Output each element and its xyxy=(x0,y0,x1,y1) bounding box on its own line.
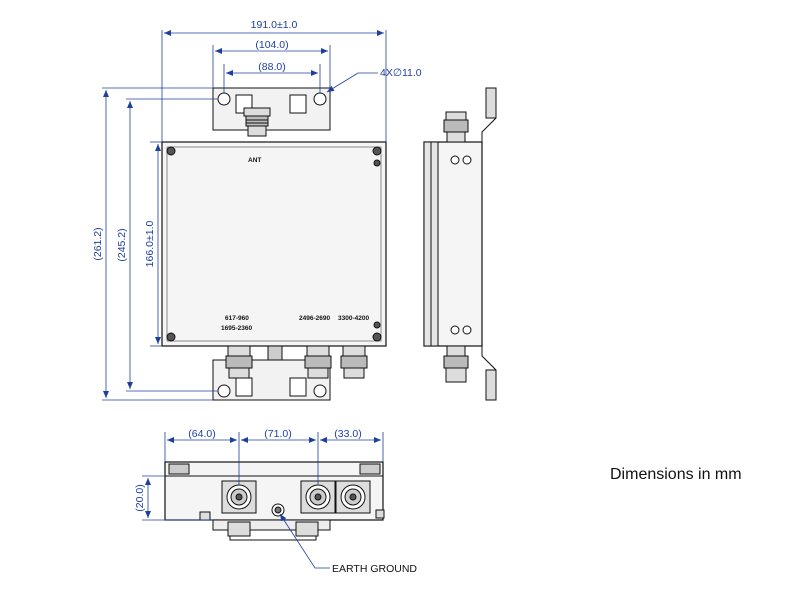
front-view xyxy=(161,87,387,401)
port-connector-2 xyxy=(304,345,332,379)
units-caption: Dimensions in mm xyxy=(610,466,742,483)
dimension-lines xyxy=(102,30,387,401)
dim-side-height: (20.0) xyxy=(134,484,146,511)
side-view xyxy=(423,87,497,401)
earth-ground-screw xyxy=(271,503,285,517)
bottom-dimension-lines xyxy=(142,432,384,569)
dim-overall-height: (261.2) xyxy=(92,227,104,260)
dim-port-spacing-1: (64.0) xyxy=(188,428,215,440)
main-enclosure xyxy=(161,141,387,347)
dim-mid-height: (245.2) xyxy=(116,228,128,261)
port-connector-1 xyxy=(225,345,253,379)
ant-connector xyxy=(243,107,271,137)
mounting-hole xyxy=(313,92,327,106)
top-mounting-bracket xyxy=(212,87,331,131)
mounting-hole xyxy=(217,92,231,106)
bottom-port-2 xyxy=(300,480,336,514)
dim-port-spacing-2: (71.0) xyxy=(264,428,291,440)
label-earth-ground: EARTH GROUND xyxy=(332,563,417,575)
dim-bracket-width: (104.0) xyxy=(255,39,288,51)
bottom-port-1 xyxy=(221,480,257,514)
mounting-hole xyxy=(313,384,327,398)
label-port1-line1: 617-960 xyxy=(225,315,249,322)
bottom-port-3 xyxy=(335,480,371,514)
label-port2: 2496-2690 xyxy=(299,315,330,322)
label-port1-line2: 1695-2360 xyxy=(221,325,252,332)
dim-port-spacing-3: (33.0) xyxy=(334,428,361,440)
dim-holes: 4X∅11.0 xyxy=(380,67,422,79)
dim-hole-spacing: (88.0) xyxy=(258,61,285,73)
port-connector-3 xyxy=(340,345,368,379)
dim-overall-width: 191.0±1.0 xyxy=(251,19,298,31)
bottom-view xyxy=(164,461,385,541)
dim-body-height: 166.0±1.0 xyxy=(144,221,156,268)
label-port3: 3300-4200 xyxy=(338,315,369,322)
mounting-hole xyxy=(217,384,231,398)
label-ant: ANT xyxy=(248,157,261,164)
